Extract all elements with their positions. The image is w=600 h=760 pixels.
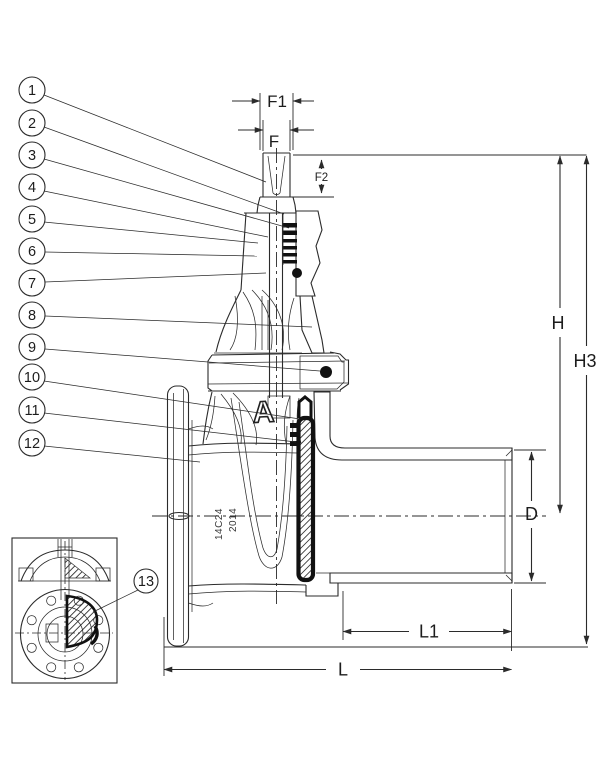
callout-1-label: 1 — [28, 83, 36, 99]
inset-bolt-hole — [26, 642, 37, 653]
inset-bolt-hole — [93, 642, 104, 653]
inset-front-view — [11, 537, 118, 684]
callout-1-bubble — [18, 76, 46, 104]
dimension-d-label: D — [525, 504, 538, 524]
callout-9-bubble — [18, 333, 46, 361]
pipe-bottom-wall-section — [329, 572, 513, 584]
cast-marks: 14C24 2014 — [214, 508, 239, 540]
wedge-guide — [290, 423, 298, 428]
dimension-f-label: F — [269, 132, 279, 151]
callout-5-bubble — [18, 205, 46, 233]
reference-lines — [164, 154, 588, 648]
valve-body — [188, 397, 339, 597]
bonnet-wall-section — [299, 295, 325, 354]
callout-12: 12 — [18, 429, 201, 463]
wedge-guide — [290, 432, 298, 437]
dimension-f: F — [238, 120, 314, 151]
dimension-l1: L1 — [342, 589, 513, 651]
wedge — [290, 395, 316, 583]
dimension-l-label: L — [338, 660, 348, 680]
inset-gland-lug — [95, 567, 111, 582]
dimension-h3: H3 — [573, 155, 597, 645]
bonnet-flange — [207, 351, 350, 392]
seal-ring — [283, 253, 297, 257]
cast-mark-code: 14C24 — [214, 508, 225, 540]
dimension-d: D — [514, 449, 546, 584]
callout-4-label: 4 — [28, 180, 36, 196]
callout-6-label: 6 — [28, 244, 36, 260]
callout-3-bubble — [18, 141, 46, 169]
dimension-f2: F2 — [310, 159, 333, 194]
dimension-l: L — [163, 617, 513, 680]
spigot-end-section — [313, 391, 513, 584]
callout-12-label: 12 — [24, 436, 40, 452]
centerlines — [152, 148, 546, 604]
wedge-rubber-section — [296, 415, 316, 583]
inset-border — [11, 537, 118, 684]
callout-11: 11 — [18, 396, 297, 443]
callout-5-label: 5 — [28, 212, 36, 228]
callout-8-bubble — [18, 301, 46, 329]
dimension-f1: F1 — [232, 92, 314, 150]
gland-section — [295, 210, 323, 297]
callout-4-bubble — [18, 173, 46, 201]
seal-ring — [283, 246, 297, 250]
callout-6-bubble — [18, 237, 46, 265]
callout-12-bubble — [18, 429, 46, 457]
label-backing — [310, 169, 333, 184]
bonnet-bolt — [320, 366, 332, 378]
callout-1: 1 — [18, 76, 267, 183]
callout-7-label: 7 — [28, 276, 36, 292]
inset-bolt-hole — [26, 615, 37, 626]
callout-2: 2 — [18, 109, 285, 215]
seal-ring — [283, 260, 297, 264]
stem-o-ring — [283, 230, 297, 235]
callout-9: 9 — [18, 333, 321, 372]
inset-bolt-hole — [46, 595, 57, 606]
callout-4: 4 — [18, 173, 269, 238]
dimension-f1-label: F1 — [267, 92, 287, 111]
stem-nut — [267, 395, 291, 419]
stem-o-ring — [283, 223, 297, 228]
callout-13-bubble — [133, 568, 159, 594]
dimension-h3-label: H3 — [573, 351, 596, 371]
inset-flange-circle — [19, 588, 111, 680]
wedge-guide — [290, 441, 298, 446]
lower-o-ring — [292, 268, 302, 278]
callout-3: 3 — [18, 141, 290, 229]
callout-8-label: 8 — [28, 308, 36, 324]
dimension-f2-label: F2 — [315, 172, 328, 184]
callout-11-bubble — [18, 396, 46, 424]
cast-mark-year: 2014 — [228, 508, 239, 532]
callout-9-label: 9 — [28, 340, 36, 356]
callout-13: 13 — [92, 568, 159, 613]
inset-gland-lug — [18, 567, 34, 582]
callout-5: 5 — [18, 205, 259, 244]
inset-bolt-hole — [46, 662, 57, 673]
callout-8: 8 — [18, 301, 313, 329]
callout-6: 6 — [18, 237, 258, 265]
wedge-top — [297, 395, 313, 418]
stuffing-box — [282, 210, 323, 297]
seal-ring — [283, 239, 297, 243]
dimension-h-label: H — [552, 313, 565, 333]
pipe-top-wall-section — [313, 391, 513, 461]
callout-3-label: 3 — [28, 148, 36, 164]
callout-2-bubble — [18, 109, 46, 137]
dimension-l1-label: L1 — [419, 622, 439, 642]
callout-7-bubble — [18, 269, 46, 297]
callout-11-label: 11 — [24, 403, 39, 419]
bonnet-flange-section — [299, 355, 345, 390]
callouts: 1 2 3 4 5 6 7 — [18, 76, 321, 463]
inset-bolt-hole — [73, 662, 84, 673]
dimension-h: H — [552, 155, 565, 514]
callout-2-label: 2 — [28, 116, 36, 132]
callout-13-label: 13 — [138, 574, 154, 590]
callout-10-bubble — [18, 363, 46, 391]
callout-10: 10 — [18, 363, 301, 420]
callout-7: 7 — [18, 269, 267, 297]
inset-wedge-section — [65, 594, 99, 649]
callout-10-label: 10 — [24, 370, 40, 386]
